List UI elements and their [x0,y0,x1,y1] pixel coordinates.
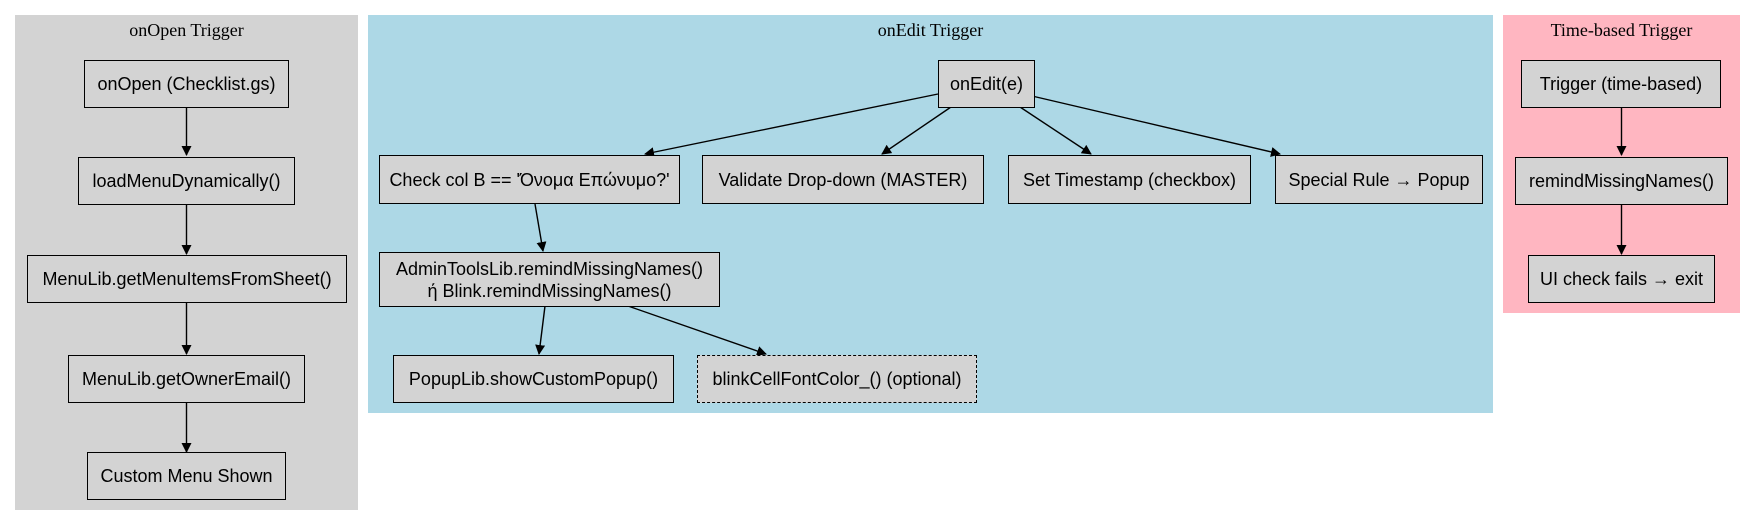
node-check-col-b-label: Check col B == 'Όνομα Επώνυμο?' [389,169,670,190]
node-get-menu-items[interactable]: MenuLib.getMenuItemsFromSheet() [27,255,347,303]
edge-onedit-to-special [1031,95,1281,157]
node-remind-missing-names-admin[interactable]: AdminToolsLib.remindMissingNames() ή Bli… [379,252,720,307]
node-blink-cell-font-color-label: blinkCellFontColor_() (optional) [712,369,962,389]
edge-onedit-to-timestamp [1019,106,1092,155]
node-onedit[interactable]: onEdit(e) [938,60,1035,108]
node-onopen-checklist[interactable]: onOpen (Checklist.gs) [84,60,289,108]
node-onopen-checklist-label: onOpen (Checklist.gs) [97,74,276,94]
cluster-onedit-title: onEdit Trigger [877,20,984,40]
cluster-time-based-title: Time-based Trigger [1550,20,1693,40]
node-trigger-time-based[interactable]: Trigger (time-based) [1521,60,1721,108]
edge-checkcol-to-remind [534,203,547,252]
node-custom-menu-shown-label: Custom Menu Shown [100,466,273,486]
cluster-onopen-title: onOpen Trigger [129,20,244,40]
node-load-menu-dynamically[interactable]: loadMenuDynamically() [78,157,295,205]
node-check-col-b[interactable]: Check col B == 'Όνομα Επώνυμο?' [379,155,680,204]
node-blink-cell-font-color[interactable]: blinkCellFontColor_() (optional) [697,355,977,403]
node-validate-dropdown[interactable]: Validate Drop-down (MASTER) [702,155,984,204]
node-special-rule-popup[interactable]: Special Rule → Popup [1275,155,1483,204]
node-remind-missing-names[interactable]: remindMissingNames() [1515,157,1728,205]
node-get-menu-items-label: MenuLib.getMenuItemsFromSheet() [42,269,332,289]
node-set-timestamp[interactable]: Set Timestamp (checkbox) [1008,155,1251,204]
node-remind-line2: ή Blink.remindMissingNames() [427,280,672,301]
node-ui-check-fails-label: UI check fails → exit [1539,269,1704,289]
node-set-timestamp-label: Set Timestamp (checkbox) [1022,169,1237,190]
edge-remind-to-popup [535,305,546,355]
node-load-menu-dynamically-label: loadMenuDynamically() [92,171,281,191]
node-onedit-label: onEdit(e) [949,74,1024,94]
node-special-rule-popup-label: Special Rule → Popup [1288,169,1470,190]
node-ui-check-fails[interactable]: UI check fails → exit [1528,255,1715,303]
node-show-custom-popup[interactable]: PopupLib.showCustomPopup() [393,355,674,403]
node-show-custom-popup-label: PopupLib.showCustomPopup() [408,369,659,389]
node-custom-menu-shown[interactable]: Custom Menu Shown [87,452,286,500]
node-trigger-time-based-label: Trigger (time-based) [1539,74,1703,94]
node-get-owner-email[interactable]: MenuLib.getOwnerEmail() [68,355,305,403]
edge-remind-to-blink [627,305,767,356]
edge-onedit-to-validate [881,106,952,155]
node-get-owner-email-label: MenuLib.getOwnerEmail() [81,369,292,389]
node-remind-line1: AdminToolsLib.remindMissingNames() [395,258,704,279]
node-validate-dropdown-label: Validate Drop-down (MASTER) [718,169,968,190]
cluster-onedit: onEdit Trigger [368,15,1493,413]
node-remind-missing-names-label: remindMissingNames() [1528,171,1715,191]
edge-onedit-to-checkcol [644,93,939,158]
